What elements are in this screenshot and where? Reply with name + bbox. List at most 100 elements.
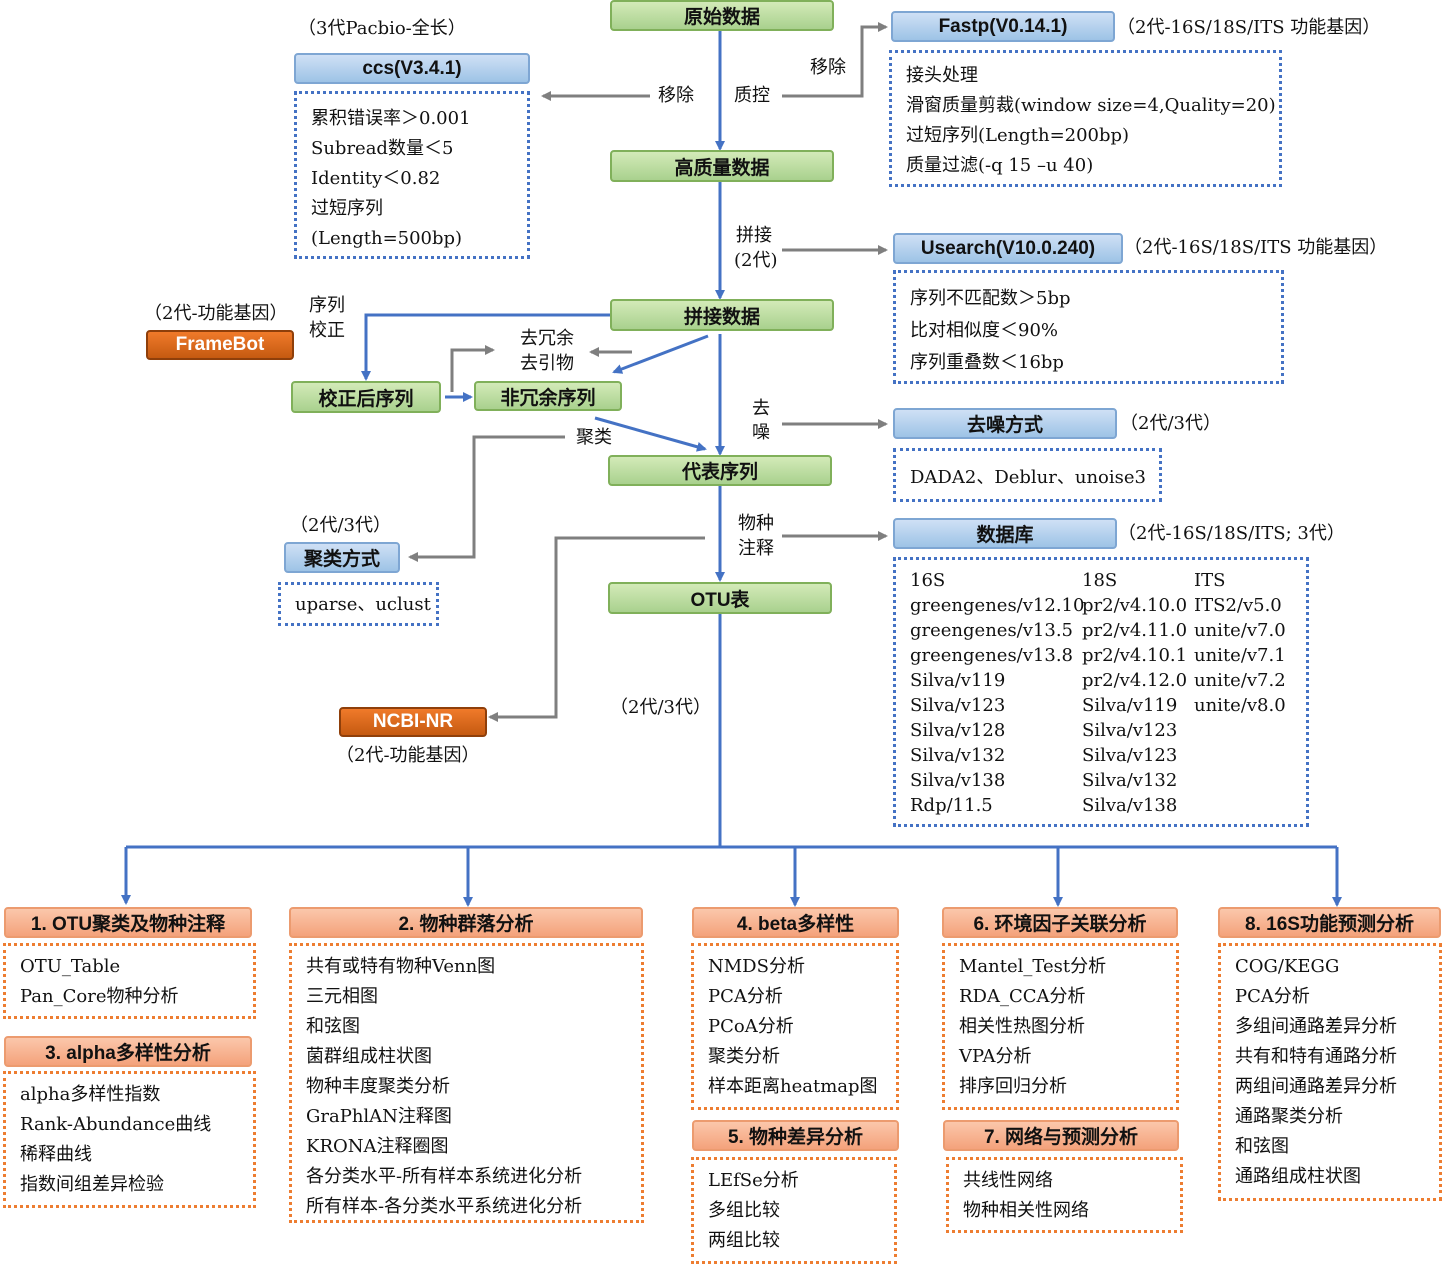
note-database: （2代-16S/18S/ITS; 3代）	[1118, 523, 1345, 544]
db-entry: 18S	[1082, 570, 1118, 591]
db-entry: Silva/v119	[910, 670, 1006, 691]
param-item: (Length=500bp)	[311, 228, 463, 249]
edge-label-seqcorr-2: 校正	[309, 320, 345, 341]
analysis-item: 通路组成柱状图	[1235, 1166, 1361, 1187]
edge-label-denoise-2: 噪	[752, 422, 770, 443]
node-label: 代表序列	[681, 462, 758, 483]
analysis-item: alpha多样性指数	[20, 1084, 161, 1105]
edge-label-cluster: 聚类	[576, 427, 612, 448]
db-entry: Silva/v128	[910, 720, 1006, 741]
analysis-item: 相关性热图分析	[959, 1016, 1085, 1037]
db-entry: Silva/v138	[1082, 795, 1178, 816]
analysis-item: 所有样本-各分类水平系统进化分析	[306, 1196, 583, 1217]
node-label: 非冗余序列	[500, 387, 596, 409]
param-item: 质量过滤(-q 15 –u 40)	[906, 155, 1094, 176]
tool-label: Fastp(V0.14.1)	[938, 15, 1068, 37]
tool-label: ccs(V3.4.1)	[362, 57, 462, 79]
tool-database: 数据库	[893, 518, 1117, 549]
db-entry: 16S	[910, 570, 946, 591]
analysis-item: 稀释曲线	[20, 1144, 92, 1165]
param-item: 比对相似度＜90%	[910, 320, 1059, 341]
analysis-item: PCoA分析	[708, 1016, 794, 1037]
analysis-6-title: 6. 环境因子关联分析	[942, 907, 1178, 938]
analysis-4-list: NMDS分析 PCA分析 PCoA分析 聚类分析 样本距离heatmap图	[691, 943, 899, 1110]
node-hq-data: 高质量数据	[610, 150, 834, 182]
node-label: 校正后序列	[318, 388, 414, 410]
edge-label-join-1: 拼接	[736, 225, 772, 246]
analysis-item: GraPhlAN注释图	[306, 1106, 452, 1127]
node-raw-data: 原始数据	[610, 0, 834, 31]
edge-label-annot-2: 注释	[738, 538, 774, 559]
db-entry: greengenes/v12.10	[910, 595, 1085, 616]
analysis-item: VPA分析	[959, 1046, 1032, 1067]
analysis-5-list: LEfSe分析 多组比较 两组比较	[691, 1157, 897, 1264]
analysis-item: 物种相关性网络	[963, 1200, 1089, 1221]
param-item: DADA2、Deblur、unoise3	[910, 467, 1146, 488]
analysis-7-title: 7. 网络与预测分析	[943, 1120, 1179, 1151]
usearch-params: 序列不匹配数＞5bp 比对相似度＜90% 序列重叠数＜16bp	[893, 270, 1284, 384]
cluster-params: uparse、uclust	[278, 582, 439, 626]
analysis-item: 两组比较	[708, 1230, 780, 1251]
tool-label: 聚类方式	[303, 549, 380, 570]
param-item: Subread数量＜5	[311, 138, 454, 159]
db-entry: Silva/v123	[1082, 720, 1178, 741]
tool-ccs: ccs(V3.4.1)	[294, 53, 530, 84]
note-cluster: （2代/3代）	[290, 515, 391, 536]
edge-label-derep-1: 去冗余	[520, 328, 574, 349]
analysis-2-list: 共有或特有物种Venn图 三元相图 和弦图 菌群组成柱状图 物种丰度聚类分析 G…	[289, 943, 644, 1223]
analysis-item: OTU_Table	[20, 956, 121, 977]
edge-label-qc: 质控	[734, 85, 770, 106]
database-list: 16S greengenes/v12.10 greengenes/v13.5 g…	[893, 557, 1309, 827]
analysis-item: 两组间通路差异分析	[1235, 1076, 1397, 1097]
analysis-item: 物种丰度聚类分析	[306, 1076, 450, 1097]
analysis-item: PCA分析	[708, 986, 783, 1007]
edge-label-derep-2: 去引物	[520, 353, 574, 374]
db-entry: Rdp/11.5	[910, 795, 993, 816]
db-entry: Silva/v132	[910, 745, 1006, 766]
analysis-item: RDA_CCA分析	[959, 986, 1086, 1007]
analysis-8-title: 8. 16S功能预测分析	[1218, 907, 1441, 938]
analysis-3-list: alpha多样性指数 Rank-Abundance曲线 稀释曲线 指数间组差异检…	[3, 1071, 256, 1208]
db-entry: ITS	[1194, 570, 1226, 591]
db-entry: greengenes/v13.8	[910, 645, 1073, 666]
tool-label: 数据库	[976, 525, 1034, 546]
analysis-title: 8. 16S功能预测分析	[1245, 914, 1414, 935]
param-item: 序列不匹配数＞5bp	[910, 288, 1071, 309]
analysis-1-list: OTU_Table Pan_Core物种分析	[3, 943, 256, 1019]
tool-framebot: FrameBot	[146, 330, 294, 360]
ccs-params: 累积错误率＞0.001 Subread数量＜5 Identity＜0.82 过短…	[294, 91, 530, 259]
denoise-params: DADA2、Deblur、unoise3	[893, 448, 1162, 502]
node-rep-seq: 代表序列	[608, 455, 832, 486]
analysis-3-title: 3. alpha多样性分析	[4, 1036, 252, 1067]
tool-denoise-method: 去噪方式	[893, 408, 1117, 439]
node-label: OTU表	[690, 589, 750, 611]
analysis-item: 各分类水平-所有样本系统进化分析	[306, 1166, 583, 1187]
db-entry: unite/v7.2	[1194, 670, 1286, 691]
analysis-item: NMDS分析	[708, 956, 805, 977]
node-otu-table: OTU表	[608, 582, 832, 614]
analysis-5-title: 5. 物种差异分析	[692, 1120, 899, 1151]
node-joined-data: 拼接数据	[610, 299, 834, 331]
edge-label-denoise-1: 去	[752, 398, 770, 419]
tool-fastp: Fastp(V0.14.1)	[891, 11, 1115, 42]
edge-label-seqcorr-1: 序列	[309, 295, 345, 316]
analysis-item: PCA分析	[1235, 986, 1310, 1007]
note-ncbi: （2代-功能基因）	[336, 745, 480, 766]
analysis-6-list: Mantel_Test分析 RDA_CCA分析 相关性热图分析 VPA分析 排序…	[942, 943, 1179, 1110]
analysis-item: 共线性网络	[963, 1170, 1053, 1191]
node-label: 高质量数据	[674, 157, 770, 179]
note-ccs: （3代Pacbio-全长）	[298, 18, 466, 39]
edge-label-annot-1: 物种	[738, 513, 774, 534]
param-item: 过短序列(Length=200bp)	[906, 125, 1130, 146]
analysis-item: 菌群组成柱状图	[306, 1046, 432, 1067]
param-item: Identity＜0.82	[311, 168, 441, 189]
analysis-item: 多组比较	[708, 1200, 780, 1221]
db-entry: Silva/v123	[910, 695, 1006, 716]
note-usearch: （2代-16S/18S/ITS 功能基因）	[1124, 237, 1388, 258]
analysis-item: 指数间组差异检验	[20, 1174, 164, 1195]
db-entry: Silva/v123	[1082, 745, 1178, 766]
param-item: 序列重叠数＜16bp	[910, 352, 1064, 373]
analysis-item: Mantel_Test分析	[959, 956, 1107, 977]
tool-cluster-method: 聚类方式	[284, 542, 400, 573]
